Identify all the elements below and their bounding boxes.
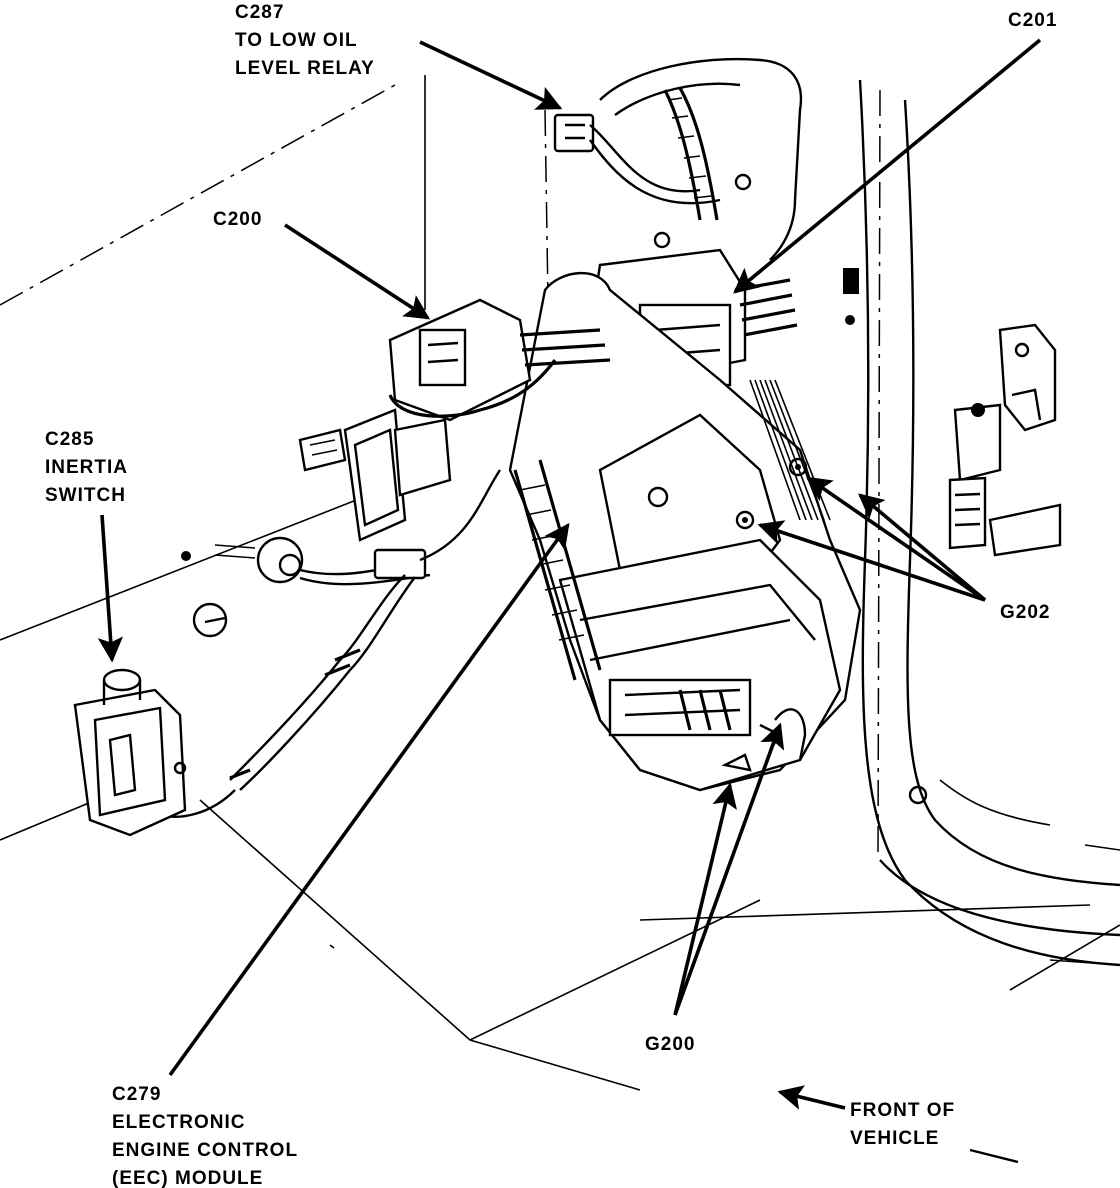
leader-arrows [97, 38, 1042, 1164]
dash-panel-structure [0, 75, 1091, 1091]
c285-inertia-switch [73, 688, 187, 837]
label-c279: C279 ELECTRONIC ENGINE CONTROL (EEC) MOD… [112, 1084, 304, 1188]
front-of-vehicle-tail [969, 1148, 1019, 1164]
g202-leader-c [858, 493, 987, 602]
label-front-of-vehicle: FRONT OF VEHICLE [850, 1100, 961, 1149]
label-g202: G202 [1000, 602, 1050, 623]
g200-leader-a [673, 782, 737, 1016]
upper-bracket [553, 57, 803, 261]
c285-leader [97, 514, 124, 663]
left-wall-items [73, 428, 501, 837]
label-c285: C285 INERTIA SWITCH [45, 429, 134, 506]
label-c287: C287 TO LOW OIL LEVEL RELAY [235, 2, 375, 79]
inline-connector [373, 548, 427, 580]
c287-connector [553, 113, 595, 153]
label-c200: C200 [213, 209, 262, 230]
g202-leader-b [757, 520, 986, 602]
label-c201: C201 [1008, 10, 1057, 31]
c200-leader [284, 223, 431, 320]
label-g200: G200 [645, 1034, 695, 1055]
c200-connector-area [343, 298, 611, 542]
g200-leader-b [673, 722, 785, 1016]
callout-labels: C287 TO LOW OIL LEVEL RELAY C201 C200 C2… [45, 2, 1057, 1188]
front-of-vehicle-arrow [777, 1085, 846, 1110]
c200-connector [418, 328, 467, 387]
c201-leader [733, 38, 1042, 294]
g202-leader-a [805, 476, 987, 602]
c287-leader [419, 40, 563, 110]
door-pillar [843, 79, 1120, 991]
c279-leader [168, 522, 570, 1077]
